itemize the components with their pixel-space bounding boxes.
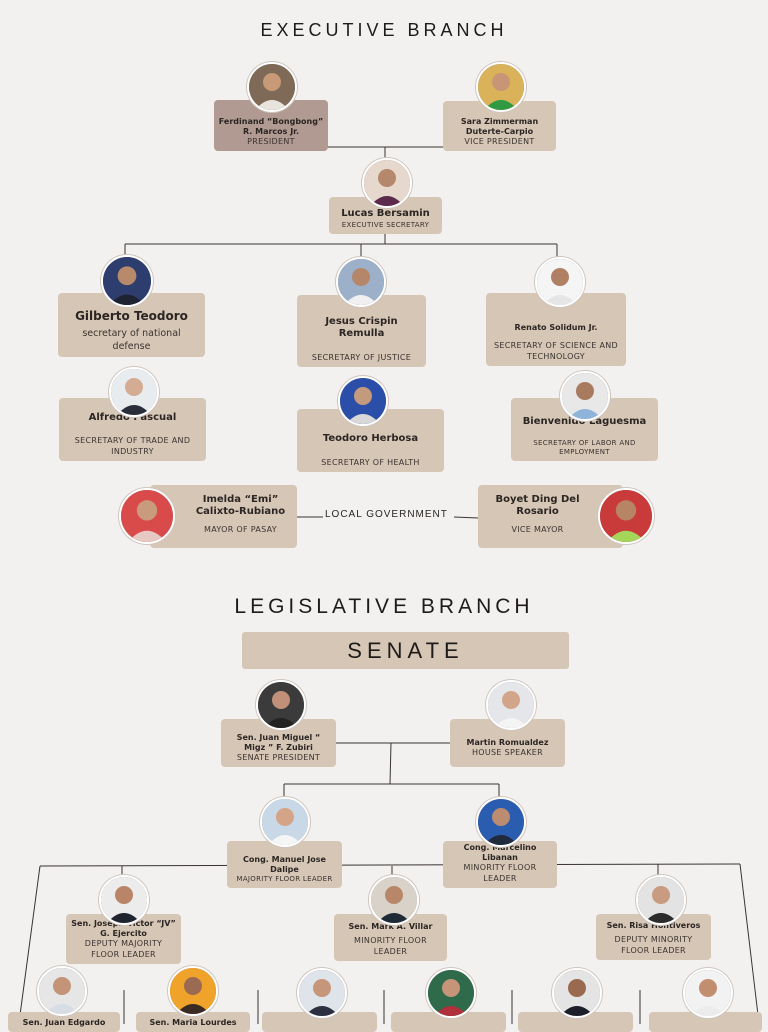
majority-floor-leader-role: MAJORITY FLOOR LEADER (237, 875, 333, 884)
majority-floor-leader-photo (260, 797, 310, 847)
cabinet-photo-labor (560, 371, 610, 421)
cabinet-photo-defense (101, 255, 153, 307)
bottom-row-name: Sen. Juan Edgardo (23, 1018, 106, 1028)
cabinet-role: secretary of national defense (62, 328, 201, 353)
senate-president-role: SENATE PRESIDENT (237, 753, 320, 763)
house-minority-floor-leader-card: Cong. Marcelino Libanan MINORITY FLOOR L… (443, 841, 557, 888)
cabinet-role: SECRETARY OF HEALTH (321, 458, 420, 468)
president-name: Ferdinand “Bongbong” R. Marcos Jr. (218, 117, 324, 137)
bottom-row-photo (426, 968, 476, 1018)
cabinet-photo-justice (336, 257, 386, 307)
executive-secretary-name: Lucas Bersamin (341, 208, 430, 221)
senate-minority-floor-leader-role: MINORITY FLOOR LEADER (338, 936, 443, 957)
vice-mayor-name: Boyet Ding Del Rosario (482, 494, 593, 519)
cabinet-role: SECRETARY OF SCIENCE AND TECHNOLOGY (490, 341, 622, 362)
vice-mayor-photo (598, 488, 654, 544)
deputy-majority-photo (99, 875, 149, 925)
vice-mayor-role: VICE MAYOR (511, 525, 563, 535)
house-speaker-role: HOUSE SPEAKER (472, 748, 543, 758)
legislative-branch-heading: LEGISLATIVE BRANCH (0, 595, 768, 619)
senate-president-name: Sen. Juan Miguel “ Migz ” F. Zubiri (225, 733, 332, 753)
mayor-photo (119, 488, 175, 544)
majority-floor-leader-card: Cong. Manuel Jose Dalipe MAJORITY FLOOR … (227, 841, 342, 888)
cabinet-name: Teodoro Herbosa (323, 433, 418, 446)
vice-president-role: VICE PRESIDENT (464, 137, 534, 147)
president-role: PRESIDENT (247, 137, 295, 147)
mayor-name: Imelda “Emi” Calixto-Rubiano (188, 494, 293, 519)
house-speaker-photo (486, 680, 536, 730)
deputy-minority-photo (636, 875, 686, 925)
mayor-role: MAYOR OF PASAY (204, 525, 277, 535)
house-minority-floor-leader-photo (476, 797, 526, 847)
majority-floor-leader-name: Cong. Manuel Jose Dalipe (231, 855, 338, 875)
deputy-majority-role: DEPUTY MAJORITY FLOOR LEADER (70, 939, 177, 960)
deputy-minority-role: DEPUTY MINORITY FLOOR LEADER (600, 935, 707, 956)
cabinet-photo-trade (109, 367, 159, 417)
senate-minority-floor-leader-photo (369, 875, 419, 925)
cabinet-photo-science (535, 257, 585, 307)
cabinet-role: SECRETARY OF TRADE AND INDUSTRY (63, 436, 202, 457)
executive-secretary-photo (362, 158, 412, 208)
cabinet-role: SECRETARY OF JUSTICE (312, 353, 411, 363)
bottom-row-photo (683, 968, 733, 1018)
house-minority-floor-leader-role: MINORITY FLOOR LEADER (447, 863, 553, 884)
cabinet-photo-health (338, 376, 388, 426)
vice-president-name: Sara Zimmerman Duterte-Carpio (447, 117, 552, 137)
cabinet-name: Gilberto Teodoro (75, 309, 188, 324)
cabinet-name: Jesus Crispin Remulla (301, 316, 422, 341)
executive-branch-heading: EXECUTIVE BRANCH (0, 20, 768, 41)
cabinet-role: SECRETARY OF LABOR AND EMPLOYMENT (515, 439, 654, 457)
local-government-label: LOCAL GOVERNMENT (323, 509, 450, 520)
bottom-row-photo (552, 968, 602, 1018)
executive-secretary-role: EXECUTIVE SECRETARY (342, 221, 429, 230)
bottom-row-name: Sen. Maria Lourdes (149, 1018, 236, 1028)
senate-president-photo (256, 680, 306, 730)
senate-banner: SENATE (242, 632, 569, 669)
bottom-row-photo (297, 968, 347, 1018)
vice-president-photo (476, 62, 526, 112)
bottom-row-photo (37, 966, 87, 1016)
house-speaker-name: Martin Romualdez (467, 738, 549, 748)
bottom-row-photo (168, 966, 218, 1016)
cabinet-name: Renato Solidum Jr. (515, 323, 598, 333)
president-photo (247, 62, 297, 112)
